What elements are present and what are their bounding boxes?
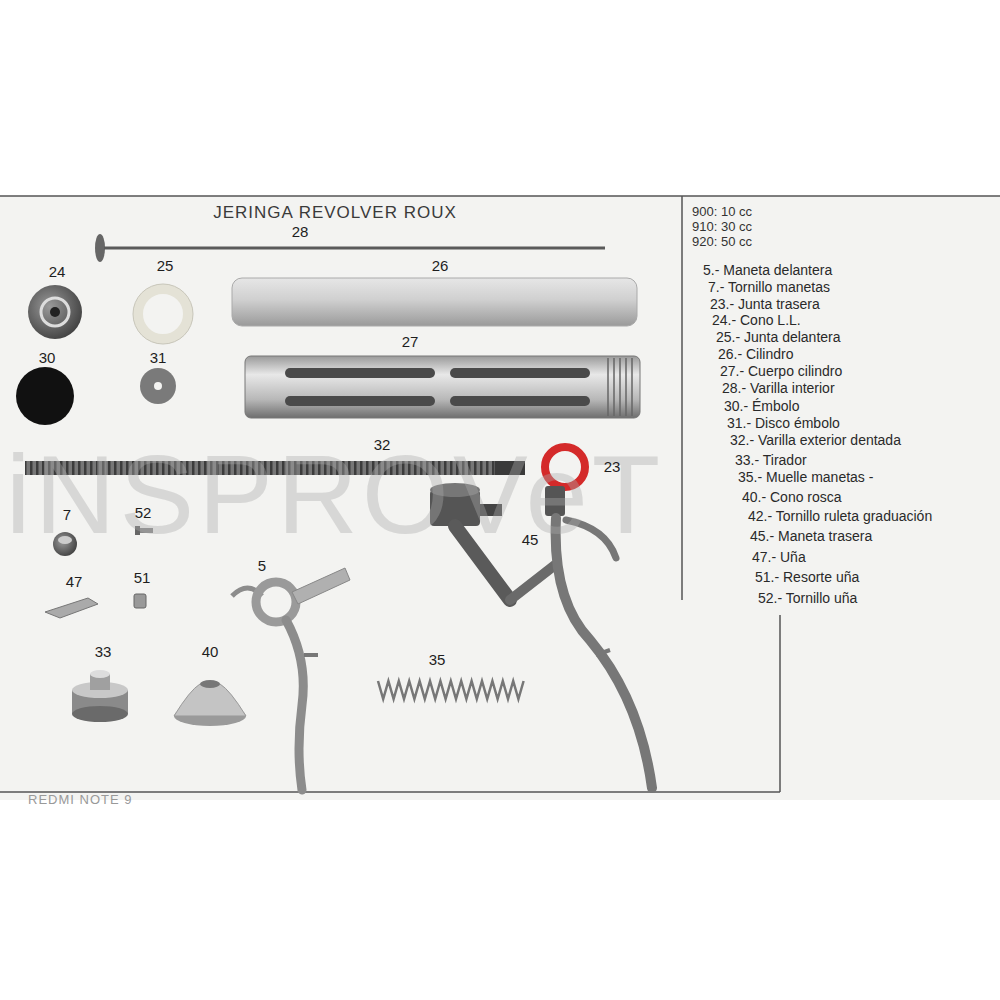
- callout-number: 25: [157, 258, 174, 275]
- parts-list-item: 7.- Tornillo manetas: [708, 280, 830, 295]
- callout-number: 52: [135, 505, 152, 522]
- capacity-note: 900: 10 cc: [692, 205, 752, 219]
- part-drawing: [608, 358, 632, 416]
- part-drawing: [510, 565, 555, 600]
- part-drawing: [140, 368, 176, 404]
- part-drawing: [45, 598, 98, 618]
- watermark: iNSPROVeT: [6, 433, 664, 556]
- parts-list-item: 42.- Tornillo ruleta graduación: [748, 509, 932, 524]
- part-drawing: [232, 278, 637, 326]
- callout-number: 35: [429, 652, 446, 669]
- part-drawing: [245, 356, 640, 418]
- parts-list-item: 27.- Cuerpo cilindro: [720, 364, 842, 379]
- parts-list-item: 31.- Disco émbolo: [727, 416, 840, 431]
- part-drawing: [304, 653, 318, 657]
- callout-number: 26: [432, 258, 449, 275]
- capacity-note: 910: 30 cc: [692, 220, 752, 234]
- callout-number: 7: [63, 507, 71, 524]
- callout-number: 23: [604, 459, 621, 476]
- part-drawing: [619, 358, 621, 416]
- parts-list-item: 25.- Junta delantera: [716, 330, 841, 345]
- callout-number: 30: [39, 350, 56, 367]
- part-drawing: [134, 594, 146, 608]
- capacity-note: 920: 50 cc: [692, 235, 752, 249]
- part-drawing: [256, 582, 296, 622]
- part-drawing: [607, 358, 609, 416]
- parts-list-item: 30.- Émbolo: [724, 399, 799, 414]
- part-drawing: [95, 234, 105, 262]
- parts-list-item: 40.- Cono rosca: [742, 490, 842, 505]
- parts-list-item: 47.- Uña: [752, 550, 806, 565]
- part-drawing: [286, 620, 303, 790]
- part-drawing: [625, 358, 627, 416]
- parts-list-item: 33.- Tirador: [735, 453, 807, 468]
- parts-list-item: 23.- Junta trasera: [710, 297, 820, 312]
- part-drawing: [28, 285, 82, 339]
- part-drawing: [631, 358, 633, 416]
- part-drawing: [450, 396, 590, 406]
- callout-number: 47: [66, 574, 83, 591]
- part-drawing: [681, 196, 683, 600]
- part-drawing: [16, 367, 74, 425]
- part-drawing: [154, 382, 162, 390]
- diagram-title: JERINGA REVOLVER ROUX: [213, 204, 457, 223]
- part-drawing: [50, 307, 60, 317]
- part-drawing: [779, 615, 781, 792]
- part-drawing: [292, 568, 350, 604]
- part-drawing: [72, 706, 128, 722]
- part-drawing: [285, 396, 435, 406]
- part-drawing: [104, 247, 605, 250]
- part-drawing: [133, 284, 193, 344]
- part-drawing: [285, 368, 435, 378]
- part-drawing: [613, 358, 615, 416]
- callout-number: 31: [150, 350, 167, 367]
- parts-list-item: 32.- Varilla exterior dentada: [730, 433, 901, 448]
- callout-number: 33: [95, 644, 112, 661]
- part-drawing: [556, 518, 652, 788]
- callout-number: 28: [292, 224, 309, 241]
- callout-number: 51: [134, 570, 151, 587]
- parts-list-item: 5.- Maneta delantera: [703, 263, 832, 278]
- part-drawing: [0, 196, 1000, 800]
- part-drawing: [596, 650, 610, 655]
- callout-number: 32: [374, 437, 391, 454]
- parts-list-item: 35.- Muelle manetas -: [738, 470, 873, 485]
- part-drawing: [450, 368, 590, 378]
- part-drawing: [90, 670, 110, 678]
- part-drawing: [174, 684, 246, 716]
- parts-list-item: 45.- Maneta trasera: [750, 529, 872, 544]
- camera-watermark: REDMI NOTE 9: [28, 793, 132, 807]
- parts-list-item: 28.- Varilla interior: [722, 381, 835, 396]
- callout-number: 40: [202, 644, 219, 661]
- callout-number: 24: [49, 264, 66, 281]
- parts-list-item: 52.- Tornillo uña: [758, 591, 857, 606]
- part-drawing: [138, 289, 188, 339]
- part-drawing: [41, 298, 69, 326]
- part-drawing: [200, 680, 220, 688]
- parts-list-item: 24.- Cono L.L.: [712, 313, 801, 328]
- callout-number: 45: [522, 532, 539, 549]
- part-drawing: [0, 195, 1000, 197]
- callout-number: 5: [258, 558, 266, 575]
- callout-number: 27: [402, 334, 419, 351]
- parts-list-item: 51.- Resorte uña: [755, 570, 859, 585]
- parts-list-item: 26.- Cilindro: [718, 347, 793, 362]
- part-drawing: [378, 681, 524, 699]
